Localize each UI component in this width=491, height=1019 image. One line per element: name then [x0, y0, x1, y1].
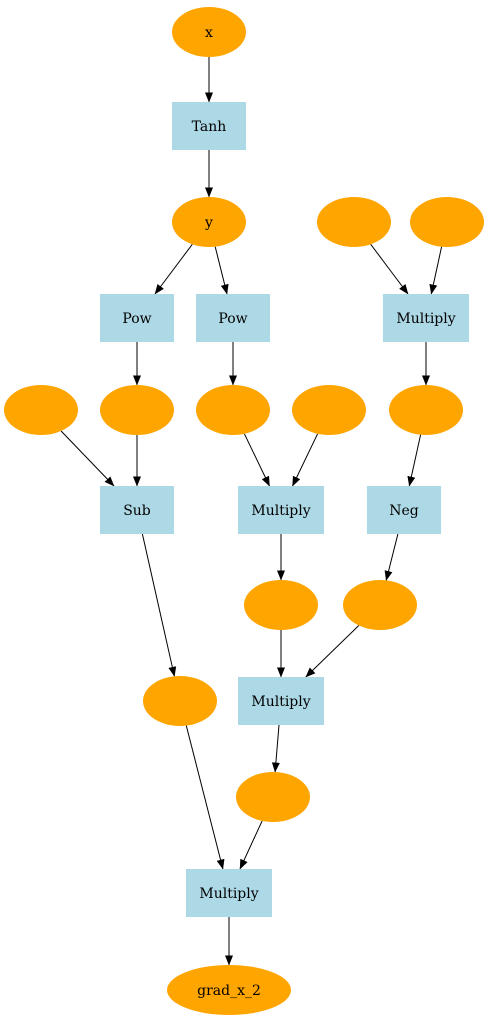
edge-m3-to-mul4 [239, 820, 263, 870]
operation-box [100, 486, 174, 534]
variable-node-m1 [389, 385, 463, 435]
operation-node-neg: Neg [367, 486, 441, 534]
operation-box [196, 294, 270, 342]
edge-neg-to-n1 [384, 533, 399, 581]
node-label: grad_x_2 [197, 983, 261, 999]
variable-ellipse [143, 676, 217, 726]
variable-node-x: x [172, 7, 246, 57]
variable-node-c1 [4, 385, 78, 435]
operation-box [367, 486, 441, 534]
edge-m1-to-neg [407, 434, 422, 487]
edge-mul3-to-m3 [271, 724, 280, 773]
node-label: Pow [218, 311, 247, 327]
variable-ellipse [167, 965, 291, 1015]
variable-node-n1 [343, 580, 417, 630]
variable-node-m3 [236, 772, 310, 822]
node-label: y [204, 215, 213, 231]
variable-node-p2 [196, 385, 270, 435]
variable-node-m2 [244, 580, 318, 630]
operation-node-mul4: Multiply [186, 869, 272, 917]
edge-p2-to-mul2 [243, 433, 270, 487]
variable-ellipse [389, 385, 463, 435]
variable-ellipse [317, 197, 391, 247]
variable-node-p1 [100, 385, 174, 435]
variable-node-out: grad_x_2 [167, 965, 291, 1015]
edge-s1-to-mul4 [185, 725, 225, 870]
variable-node-c2 [292, 385, 366, 435]
edge-c1-to-sub [60, 430, 115, 487]
operation-box [186, 869, 272, 917]
node-label: Neg [389, 503, 419, 519]
node-label: Multiply [251, 503, 310, 519]
node-label: Sub [123, 503, 151, 519]
variable-ellipse [196, 385, 270, 435]
variable-node-in1 [317, 197, 391, 247]
operation-box [383, 294, 469, 342]
operation-box [238, 486, 324, 534]
variable-ellipse [410, 197, 484, 247]
node-label: Multiply [396, 311, 455, 327]
operation-node-mul2: Multiply [238, 486, 324, 534]
edge-y-to-pow2 [214, 246, 229, 295]
variable-ellipse [244, 580, 318, 630]
operation-node-pow2: Pow [196, 294, 270, 342]
node-label: Multiply [199, 886, 258, 902]
variable-node-y: y [172, 197, 246, 247]
node-label: Multiply [251, 694, 310, 710]
operation-node-mul3: Multiply [238, 677, 324, 725]
operation-node-mul1: Multiply [383, 294, 469, 342]
operation-box [172, 102, 246, 150]
variable-ellipse [236, 772, 310, 822]
node-label: x [205, 25, 213, 41]
variable-ellipse [292, 385, 366, 435]
variable-ellipse [172, 7, 246, 57]
variable-ellipse [100, 385, 174, 435]
node-label: Pow [122, 311, 151, 327]
operation-box [100, 294, 174, 342]
variable-node-s1 [143, 676, 217, 726]
edge-c2-to-mul2 [292, 433, 319, 487]
node-label: Tanh [192, 119, 227, 135]
operation-node-tanh: Tanh [172, 102, 246, 150]
operation-node-pow1: Pow [100, 294, 174, 342]
edge-y-to-pow1 [154, 243, 193, 295]
variable-ellipse [172, 197, 246, 247]
variable-ellipse [343, 580, 417, 630]
edge-in2-to-mul1 [429, 246, 443, 295]
variable-node-in2 [410, 197, 484, 247]
edge-sub-to-s1 [141, 533, 177, 677]
edges [60, 57, 443, 966]
edge-in1-to-mul1 [370, 243, 409, 295]
operation-box [238, 677, 324, 725]
edge-n1-to-mul3 [305, 625, 360, 678]
operation-node-sub: Sub [100, 486, 174, 534]
variable-ellipse [4, 385, 78, 435]
